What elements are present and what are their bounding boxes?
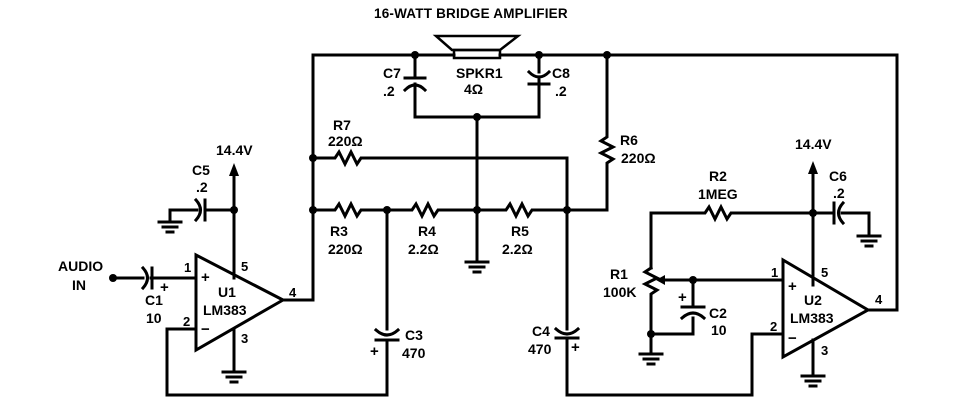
r2-ref: R2 (709, 168, 727, 184)
supply-arrow-icon (229, 163, 239, 176)
c7-value: .2 (383, 83, 395, 99)
wire-u2-output (866, 298, 899, 312)
u1-plus: + (201, 269, 210, 286)
c2-plus: + (678, 289, 687, 306)
capacitor-c6: C6 .2 (811, 168, 871, 238)
r6-ref: R6 (620, 132, 638, 148)
u1-minus: − (201, 321, 210, 338)
c6-value: .2 (833, 185, 845, 201)
u2-pin4: 4 (875, 292, 883, 307)
u1-supply-label: 14.4V (216, 142, 253, 158)
c4-plus: + (571, 339, 580, 356)
diagram-title: 16-WATT BRIDGE AMPLIFIER (374, 6, 568, 21)
capacitor-c4: + C4 470 (528, 208, 785, 397)
resistor-r4: R4 2.2Ω (385, 200, 479, 257)
r5-value: 2.2Ω (502, 241, 533, 257)
resistor-r3: R3 220Ω (311, 200, 389, 257)
resistor-r2: R2 1MEG (649, 168, 815, 270)
r7-value: 220Ω (328, 133, 363, 149)
r2-value: 1MEG (698, 186, 738, 202)
c3-value: 470 (402, 345, 426, 361)
speaker-spkr1: SPKR1 4Ω (432, 34, 522, 97)
resistor-r5: R5 2.2Ω (475, 200, 569, 257)
u2-supply-label: 14.4V (795, 136, 832, 152)
capacitor-c3: + C3 470 (165, 208, 426, 397)
c2-value: 10 (711, 322, 727, 338)
audio-in-label-1: AUDIO (58, 258, 103, 274)
capacitor-c5: C5 .2 (168, 162, 236, 224)
wiper-arrow-icon (656, 275, 665, 285)
u2-plus: + (788, 278, 797, 295)
ground-icon (221, 370, 247, 384)
resistor-r6: R6 220Ω (565, 53, 656, 212)
ground-icon (464, 260, 490, 274)
r1-ref: R1 (610, 266, 628, 282)
u2-part: LM383 (790, 310, 834, 326)
u1-pin1: 1 (184, 260, 191, 275)
ground-icon (638, 352, 664, 366)
c6-ref: C6 (829, 168, 847, 184)
ground-center (464, 260, 490, 274)
supply-arrow-icon (808, 161, 818, 174)
speaker-cone-icon (432, 34, 522, 52)
opamp-u1: + − U1 LM383 1 2 3 4 5 (183, 252, 297, 353)
capacitor-c1: + C1 10 (111, 265, 198, 326)
ground-icon (856, 234, 882, 248)
c8-value: .2 (555, 83, 567, 99)
u1-pin4: 4 (289, 285, 297, 300)
c4-ref: C4 (532, 323, 550, 339)
r3-value: 220Ω (328, 241, 363, 257)
c1-ref: C1 (145, 292, 163, 308)
u2-minus: − (788, 330, 797, 347)
u2-pin5: 5 (821, 265, 828, 280)
speaker-body-icon (452, 48, 502, 60)
capacitor-c8: C8 .2 (526, 53, 570, 119)
u1-pin2: 2 (183, 314, 190, 329)
audio-in-label-2: IN (72, 277, 86, 293)
c5-value: .2 (196, 179, 208, 195)
r3-ref: R3 (330, 223, 348, 239)
c7-ref: C7 (383, 65, 401, 81)
wire-top-right (498, 53, 899, 302)
c4-value: 470 (528, 341, 552, 357)
u2-pin2: 2 (770, 319, 777, 334)
ground-icon (157, 220, 183, 234)
r6-value: 220Ω (621, 150, 656, 166)
u1-ref: U1 (218, 284, 236, 300)
u1-part: LM383 (203, 302, 247, 318)
c1-value: 10 (146, 310, 162, 326)
resistor-r7: R7 220Ω (311, 117, 569, 212)
c2-ref: C2 (709, 305, 727, 321)
capacitor-c2: + C2 10 (649, 278, 727, 338)
c3-plus: + (370, 343, 379, 360)
r1-value: 100K (603, 284, 636, 300)
r4-ref: R4 (418, 223, 436, 239)
u1-pin5: 5 (241, 259, 248, 274)
spkr1-value: 4Ω (464, 81, 483, 97)
c8-ref: C8 (552, 65, 570, 81)
spkr1-ref: SPKR1 (456, 65, 503, 81)
wire-u1-output (281, 53, 315, 302)
u2-pin1: 1 (771, 265, 778, 280)
r4-value: 2.2Ω (408, 241, 439, 257)
u1-pin3: 3 (241, 331, 248, 346)
opamp-u2: + − U2 LM383 1 2 3 4 5 (770, 257, 883, 360)
ground-icon (800, 374, 826, 388)
r7-ref: R7 (333, 117, 351, 133)
c5-ref: C5 (192, 162, 210, 178)
potentiometer-r1[interactable]: R1 100K (603, 265, 695, 336)
u2-ref: U2 (804, 292, 822, 308)
c3-ref: C3 (405, 327, 423, 343)
r5-ref: R5 (511, 223, 529, 239)
u2-pin3: 3 (821, 343, 828, 358)
c1-plus: + (160, 279, 169, 296)
capacitor-c7: C7 .2 (383, 53, 428, 119)
